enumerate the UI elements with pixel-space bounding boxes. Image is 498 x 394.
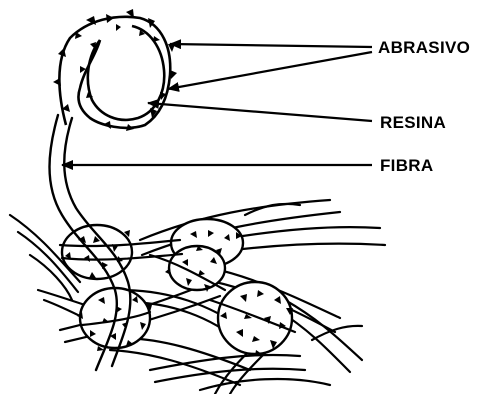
arrow-abrasivo-1	[170, 44, 372, 47]
label-abrasivo: ABRASIVO	[378, 38, 470, 57]
arrow-resina	[148, 103, 372, 121]
leader-arrows	[62, 44, 372, 165]
label-fibra: FIBRA	[380, 156, 433, 175]
arrow-abrasivo-2	[168, 52, 372, 89]
label-resina: RESINA	[380, 113, 446, 132]
